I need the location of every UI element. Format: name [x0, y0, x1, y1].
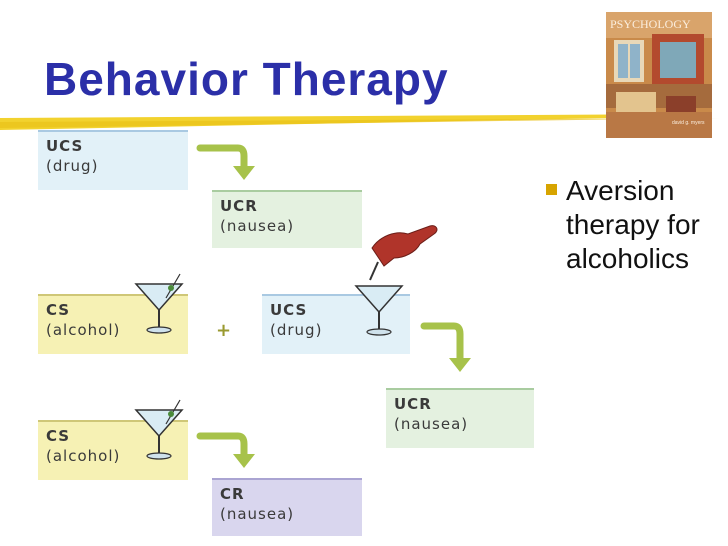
box-label: CR [220, 485, 245, 503]
martini-glass-icon [134, 273, 184, 334]
plus-sign: + [216, 320, 232, 341]
box-label: UCR [394, 395, 432, 413]
box-label: CS [46, 427, 71, 445]
box-sublabel: (alcohol) [46, 447, 121, 465]
bullet-item-text: Aversion therapy for alcoholics [566, 175, 700, 274]
box-label: CS [46, 301, 71, 319]
arrow-down-right-icon [420, 322, 471, 372]
martini-glass-icon [134, 399, 184, 460]
slide-title: Behavior Therapy [44, 53, 449, 105]
box-sublabel: (nausea) [394, 415, 469, 433]
box-sublabel: (drug) [46, 157, 99, 175]
arrow-down-right-icon [196, 144, 255, 180]
box-label: UCR [220, 197, 258, 215]
square-bullet-icon [546, 184, 557, 195]
book-title: PSYCHOLOGY [610, 17, 691, 31]
ucr-nausea-box-row2: UCR (nausea) [386, 388, 534, 448]
box-sublabel: (nausea) [220, 505, 295, 523]
martini-glass-icon [354, 285, 404, 336]
psychology-book-cover: PSYCHOLOGY david g. myers [606, 12, 712, 138]
box-sublabel: (drug) [270, 321, 323, 339]
cr-nausea-box-row3: CR (nausea) [212, 478, 362, 536]
title-underline [0, 114, 720, 130]
box-label: UCS [270, 301, 308, 319]
arrow-down-right-icon [196, 432, 255, 468]
box-label: UCS [46, 137, 84, 155]
box-sublabel: (alcohol) [46, 321, 121, 339]
ucr-nausea-box-row1: UCR (nausea) [212, 190, 362, 248]
hand-dropper-icon [369, 225, 438, 281]
book-author: david g. myers [672, 120, 705, 126]
box-sublabel: (nausea) [220, 217, 295, 235]
ucs-drug-box-row1: UCS (drug) [38, 130, 188, 190]
